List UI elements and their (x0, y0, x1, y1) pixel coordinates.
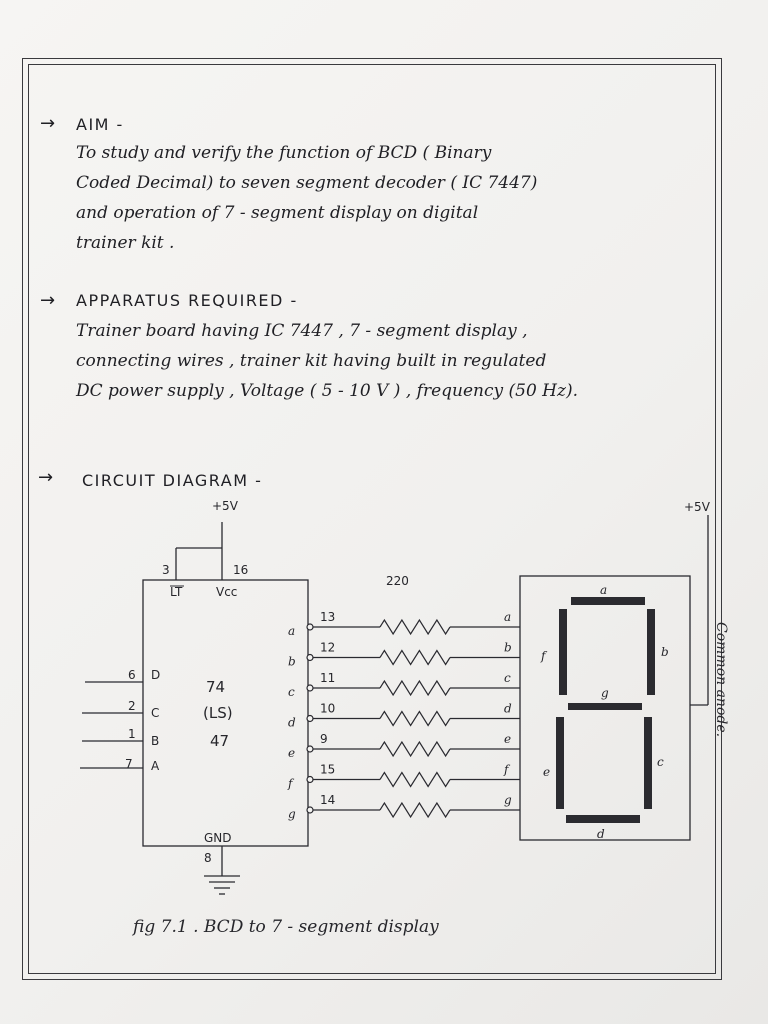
lt-label: LT (170, 585, 183, 599)
apparatus-heading: APPARATUS REQUIRED - (76, 291, 298, 310)
pin-vcc: 16 (233, 563, 248, 577)
resistor (379, 710, 451, 727)
ic-output-pin-number: 11 (320, 671, 335, 685)
output-pin-node (306, 714, 314, 723)
ic-output-label: f (287, 777, 295, 791)
ic-output-pin-number: 13 (320, 610, 335, 624)
apparatus-line-3: DC power supply , Voltage ( 5 - 10 V ) ,… (76, 381, 578, 401)
wire-segment-label: c (504, 671, 511, 685)
page-border-outer (22, 58, 722, 980)
input-label-c: C (151, 706, 159, 720)
apparatus-line-2: connecting wires , trainer kit having bu… (76, 351, 547, 371)
wire-segment-label: f (503, 763, 511, 777)
wire-segment-label: e (504, 732, 511, 746)
segment-b (647, 609, 655, 695)
wire-segment-label: b (504, 641, 512, 655)
display-label-f: f (540, 649, 548, 663)
ic-name-line-3: 47 (210, 732, 229, 750)
aim-line-2: Coded Decimal) to seven segment decoder … (76, 173, 538, 193)
segments (556, 597, 655, 823)
ic-output-label: g (288, 807, 296, 821)
output-pin-node (306, 684, 314, 692)
wire-segment-label: d (504, 702, 512, 716)
ic-output-label: e (288, 746, 295, 760)
resistor (379, 740, 451, 758)
ic-output-label: a (288, 624, 295, 638)
apparatus-line-1: Trainer board having IC 7447 , 7 - segme… (76, 321, 528, 341)
ic-output-pin-number: 9 (320, 732, 328, 746)
input-label-d: D (151, 668, 160, 682)
input-label-b: B (151, 734, 159, 748)
supply-label-right: +5V (684, 500, 711, 514)
aim-line-1: To study and verify the function of BCD … (76, 143, 492, 163)
wire-segment-label: g (504, 793, 512, 807)
ic-name-line-2: (LS) (203, 704, 233, 722)
resistor-value: 220 (386, 574, 409, 588)
segment-f (559, 609, 567, 695)
aim-heading: AIM - (76, 115, 124, 134)
circuit-heading: CIRCUIT DIAGRAM - (82, 471, 263, 490)
ic-name-line-1: 74 (206, 678, 225, 696)
ic-output-label: d (288, 716, 296, 730)
supply-label-left: +5V (212, 499, 239, 513)
pin-gnd: 8 (204, 851, 212, 865)
segment-c (644, 717, 652, 809)
resistor (379, 649, 451, 666)
ic-output-label: c (288, 685, 295, 699)
ic-output-pin-number: 14 (320, 793, 335, 807)
aim-line-3: and operation of 7 - segment display on … (76, 203, 479, 223)
input-pin-c: 2 (128, 699, 136, 713)
seven-segment-display (519, 575, 691, 841)
vcc-label: Vcc (216, 585, 237, 599)
output-pin-node (306, 775, 314, 784)
input-pin-b: 1 (128, 727, 136, 741)
arrow-icon: → (38, 467, 54, 488)
segment-e (556, 717, 564, 809)
resistor (379, 679, 451, 697)
output-pin-node (306, 745, 314, 753)
segment-g (568, 703, 642, 710)
resistor (379, 771, 451, 788)
display-label-c: c (657, 755, 664, 769)
page-border-inner (28, 64, 716, 974)
output-pin-node (306, 806, 314, 814)
arrow-icon: → (40, 290, 56, 311)
arrow-icon: → (40, 113, 56, 134)
display-label-b: b (661, 645, 669, 659)
display-label-d: d (597, 827, 605, 841)
wire-segment-label: a (504, 610, 511, 624)
display-label-a: a (600, 583, 607, 597)
gnd-label: GND (204, 831, 232, 845)
pin-lt: 3 (162, 563, 170, 577)
segment-a (571, 597, 645, 605)
ic-output-pin-number: 12 (320, 641, 335, 655)
ic-output-pin-number: 10 (320, 702, 335, 716)
input-pin-d: 6 (128, 668, 136, 682)
display-label-g: g (601, 686, 609, 700)
input-pin-a: 7 (125, 757, 133, 771)
resistor (379, 618, 451, 636)
resistor (379, 801, 451, 819)
display-label-e: e (543, 765, 550, 779)
aim-line-4: trainer kit . (76, 233, 175, 253)
figure-caption: fig 7.1 . BCD to 7 - segment display (131, 917, 439, 937)
segment-d (566, 815, 640, 823)
output-pin-node (306, 653, 314, 662)
ic-output-pin-number: 15 (320, 763, 335, 777)
output-pin-node (306, 623, 314, 631)
common-anode-label: Common anode. (713, 622, 729, 737)
input-label-a: A (151, 759, 160, 773)
ic-output-label: b (288, 655, 296, 669)
